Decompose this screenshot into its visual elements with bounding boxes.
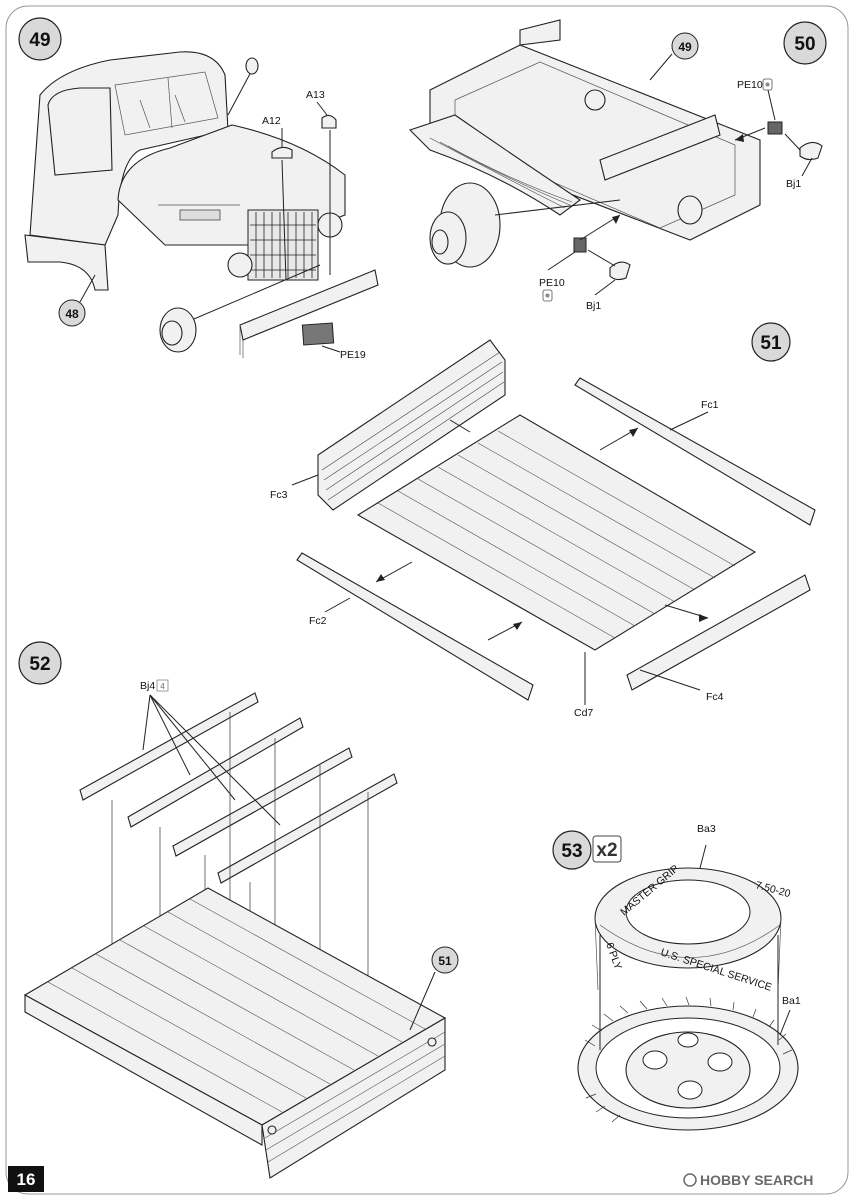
leaf-spring [408, 114, 581, 216]
bow-4 [217, 773, 398, 884]
step-badge-52: 52 [18, 641, 62, 685]
step-number-50: 50 [794, 34, 815, 55]
label-pe10-lower: PE10 [539, 277, 565, 289]
label-pe19: PE19 [340, 349, 366, 361]
bow-2 [127, 717, 304, 828]
step-52-bed-assembly [23, 692, 447, 1179]
part-pe10-upper [767, 121, 783, 135]
step-50-chassis [408, 19, 823, 296]
bow-3 [172, 747, 353, 857]
part-bj1-lower [609, 261, 631, 281]
step-51-cargo-bed [291, 339, 816, 705]
label-fc1: Fc1 [701, 399, 719, 411]
svg-text:51: 51 [438, 954, 452, 968]
svg-text:48: 48 [65, 307, 79, 321]
bow-1 [79, 692, 259, 801]
step-53-wheel: MASTER GRIP U.S. SPECIAL SERVICE 7.50-20… [577, 844, 799, 1131]
chevrolet-badge [179, 209, 221, 221]
label-bj1-upper: Bj1 [786, 178, 801, 190]
label-fc3: Fc3 [270, 489, 288, 501]
part-pe10-lower [573, 237, 587, 253]
label-bj4: Bj4 [140, 680, 155, 692]
step-badge-53: 53 [552, 830, 592, 870]
ref-badge-48: 48 [58, 299, 86, 327]
mirror [245, 57, 259, 75]
ref-badge-49: 49 [671, 32, 699, 60]
side-rail-fc2 [296, 552, 534, 701]
front-panel-fc3 [317, 339, 506, 511]
side-rail-fc1 [574, 377, 816, 526]
label-fc4: Fc4 [706, 691, 724, 703]
step-49-truck-cab [24, 51, 379, 358]
page-number-box: 16 [8, 1166, 44, 1192]
part-a12 [271, 146, 293, 159]
svg-text:49: 49 [678, 40, 692, 54]
hobby-search-watermark: HOBBY SEARCH [683, 1172, 813, 1188]
step-badge-51: 51 [751, 322, 791, 362]
part-a13 [321, 114, 337, 129]
rear-rail-fc4 [626, 574, 811, 691]
front-fender [24, 234, 109, 291]
pe-icon-upper [762, 78, 773, 91]
front-bumper [239, 269, 379, 341]
pe-icon-lower [542, 289, 553, 302]
part-bj1-upper [799, 141, 823, 161]
label-ba3: Ba3 [697, 823, 716, 835]
page-frame [5, 5, 849, 1195]
crossmember [599, 114, 721, 181]
label-cd7: Cd7 [574, 707, 593, 719]
quantity-badge: x2 [592, 835, 622, 863]
page-number: 16 [17, 1170, 36, 1189]
step-number-52: 52 [29, 654, 50, 675]
step-number-49: 49 [29, 30, 50, 51]
svg-text:4: 4 [160, 682, 165, 691]
part-pe19-plate [301, 322, 335, 346]
windshield [114, 71, 219, 136]
step-badge-49: 49 [18, 17, 62, 61]
ref-badge-51: 51 [431, 946, 459, 974]
step-number-53: 53 [561, 841, 582, 862]
headlight-left [227, 252, 253, 278]
quantity-x2: x2 [596, 840, 617, 861]
label-ba1: Ba1 [782, 995, 801, 1007]
grille [247, 209, 319, 281]
cab-door-window [47, 87, 113, 176]
label-bj1-lower: Bj1 [586, 300, 601, 312]
label-fc2: Fc2 [309, 615, 327, 627]
step-badge-50: 50 [783, 21, 827, 65]
step-number-51: 51 [760, 333, 782, 354]
label-a12: A12 [262, 115, 281, 127]
watermark-text: HOBBY SEARCH [700, 1172, 813, 1188]
part-qty-badge: 4 [156, 679, 169, 692]
label-pe10-upper: PE10 [737, 79, 763, 91]
label-a13: A13 [306, 89, 325, 101]
